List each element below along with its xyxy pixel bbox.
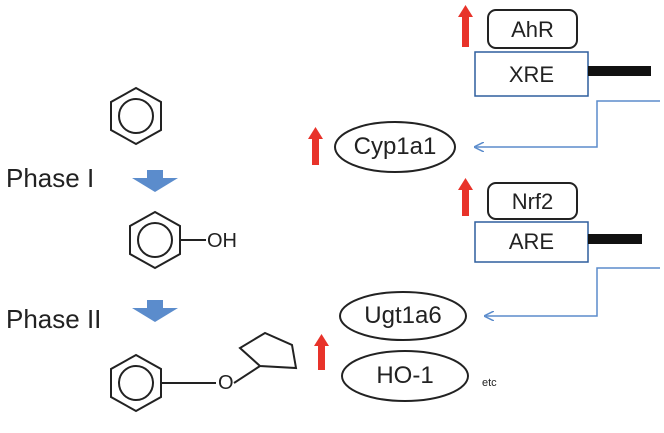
nrf2-label: Nrf2 bbox=[511, 189, 554, 214]
ho1-label: HO-1 bbox=[376, 362, 434, 389]
ugt1a6-label: Ugt1a6 bbox=[364, 302, 442, 329]
are-dna-bar bbox=[588, 234, 642, 244]
hydroxyl-label: OH bbox=[207, 230, 237, 252]
benzene-molecule bbox=[110, 86, 162, 146]
ahr-box bbox=[487, 9, 578, 49]
ugt1a6-ellipse bbox=[339, 291, 467, 341]
nrf2-box bbox=[487, 182, 578, 220]
ho1-up-arrow bbox=[314, 334, 329, 370]
are-to-ugt1a6-line bbox=[486, 267, 660, 316]
nrf2-up-arrow bbox=[458, 178, 473, 216]
phase1-arrow bbox=[132, 170, 178, 192]
xre-dna-bar bbox=[588, 66, 651, 76]
are-label: ARE bbox=[508, 229, 555, 254]
xre-to-cyp1a1-line bbox=[476, 100, 660, 147]
cyp1a1-label: Cyp1a1 bbox=[353, 133, 437, 160]
ahr-up-arrow bbox=[458, 5, 473, 47]
etc-label: etc bbox=[482, 377, 497, 389]
cyp1a1-up-arrow bbox=[308, 127, 323, 165]
ho1-ellipse bbox=[341, 350, 469, 402]
hydroxylated-molecule bbox=[129, 210, 206, 270]
oxygen-label: O bbox=[218, 372, 234, 394]
xre-box bbox=[474, 51, 589, 97]
cyp1a1-ellipse bbox=[334, 121, 456, 173]
ahr-label: AhR bbox=[511, 17, 554, 42]
phase2-arrow bbox=[132, 300, 178, 322]
xre-label: XRE bbox=[508, 62, 555, 87]
phase1-label: Phase I bbox=[6, 163, 95, 193]
conjugated-molecule bbox=[110, 331, 298, 413]
phase2-label: Phase II bbox=[6, 304, 102, 334]
are-box bbox=[474, 221, 589, 263]
